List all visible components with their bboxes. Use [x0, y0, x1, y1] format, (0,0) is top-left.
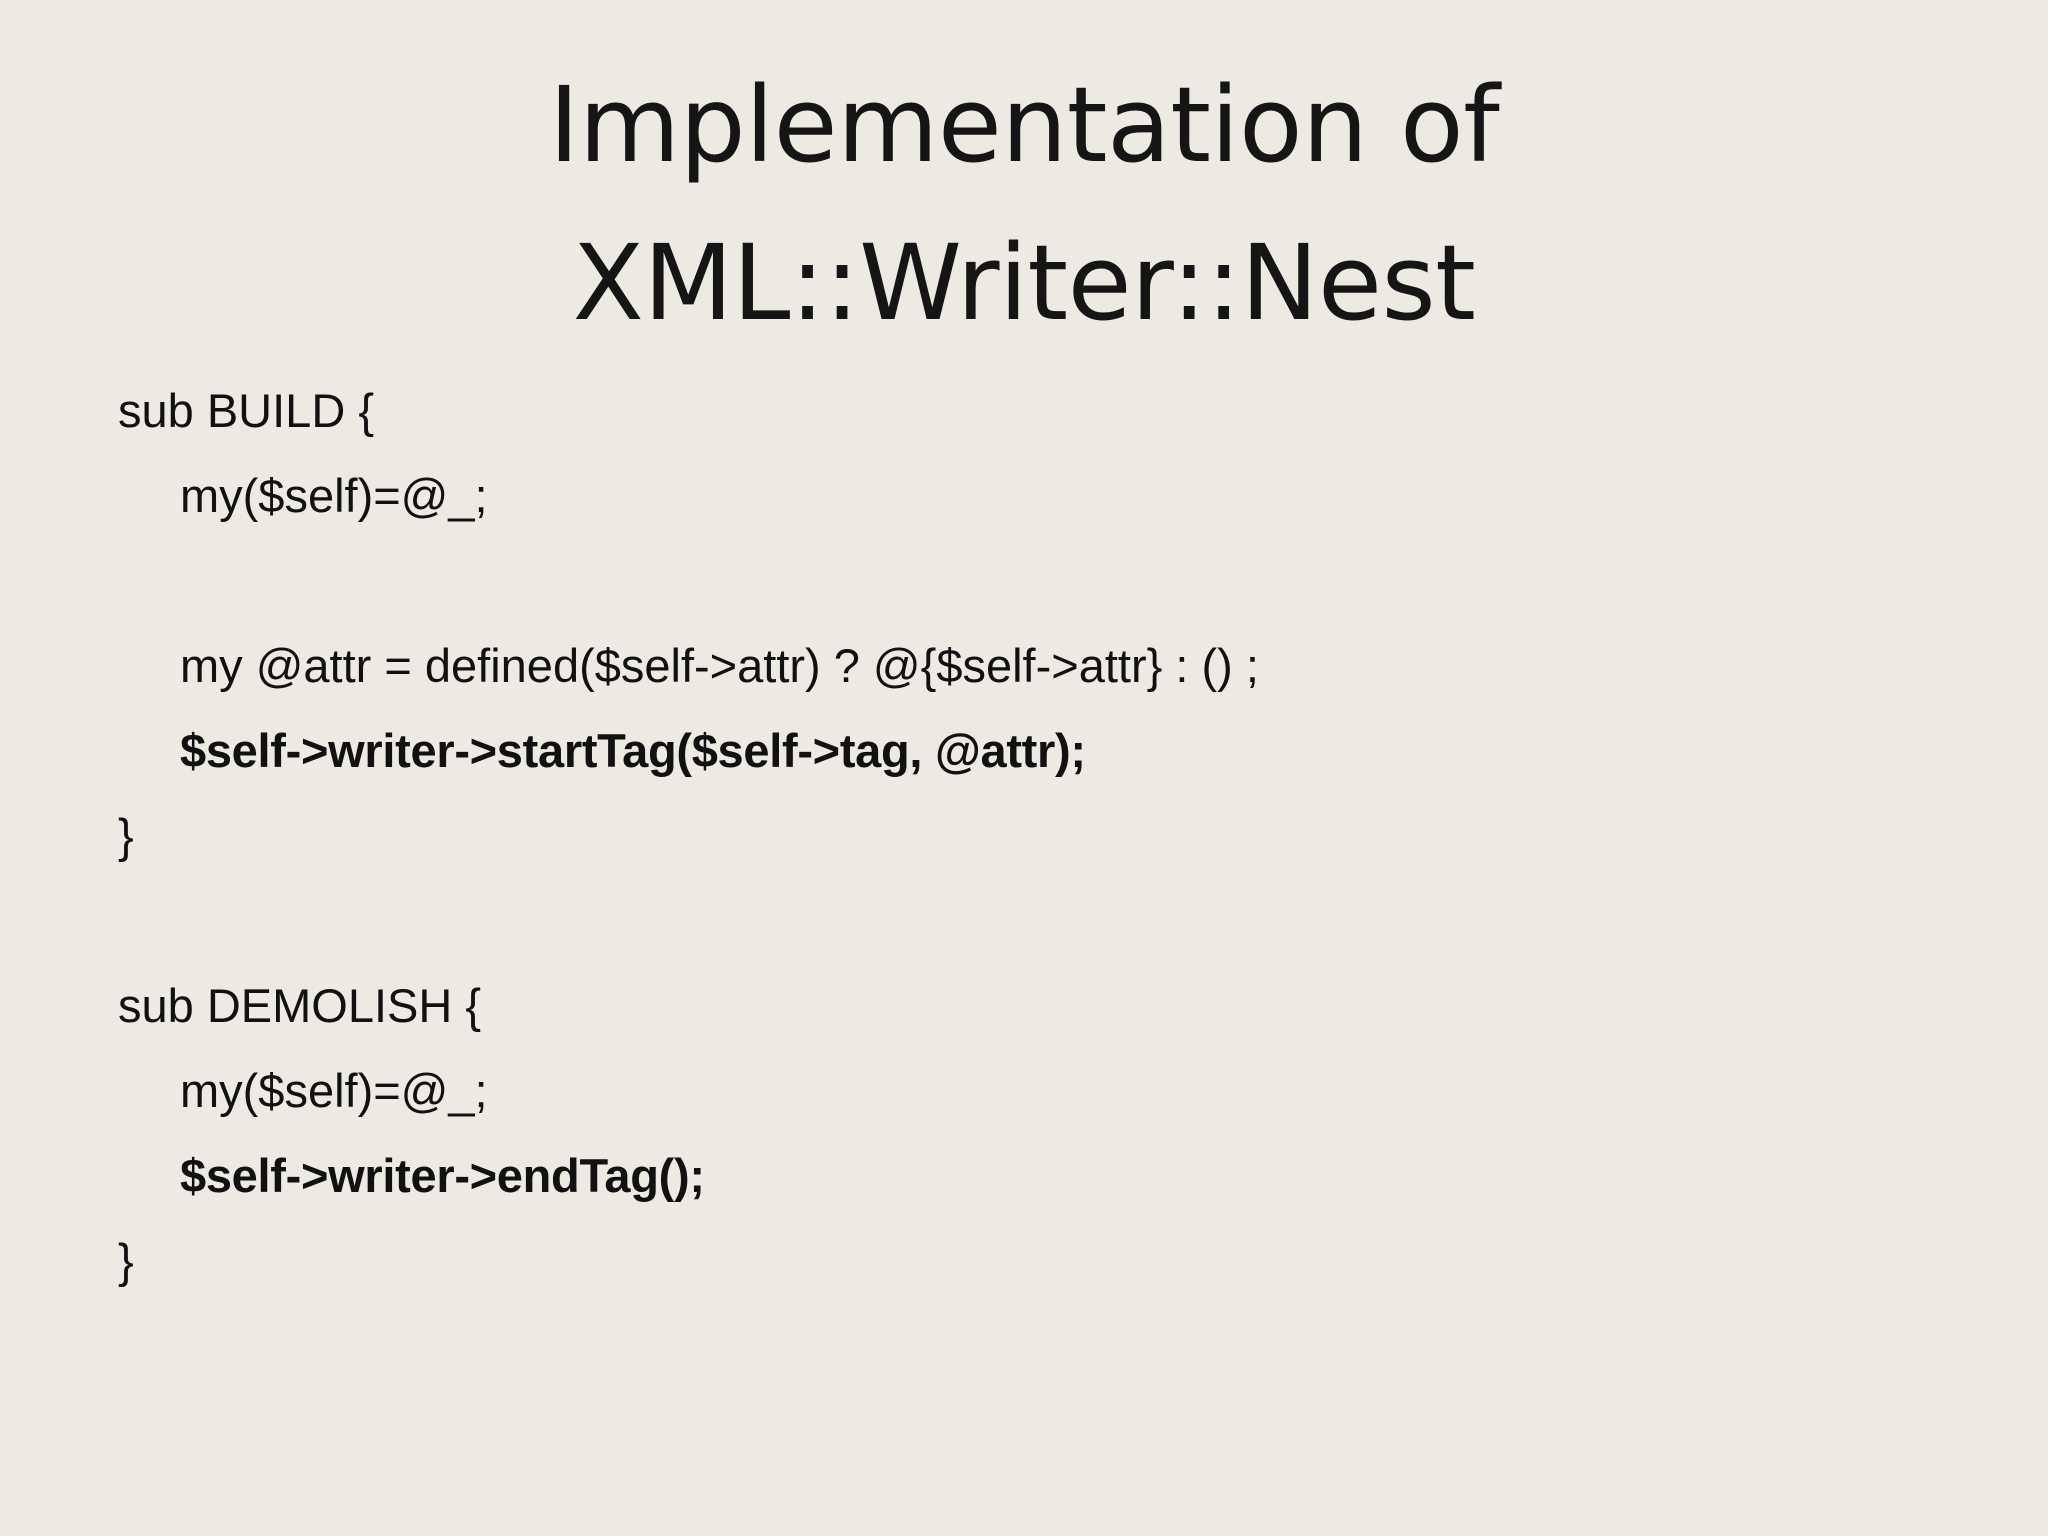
code-line: } — [118, 1234, 134, 1287]
code-line: } — [118, 809, 134, 862]
code-line: my @attr = defined($self->attr) ? @{$sel… — [180, 639, 1259, 692]
code-line: sub DEMOLISH { — [118, 979, 482, 1032]
code-line: $self->writer->startTag($self->tag, @att… — [180, 724, 1086, 777]
code-line: my($self)=@_; — [180, 469, 488, 522]
code-block: sub BUILD {my($self)=@_;my @attr = defin… — [118, 368, 1918, 1303]
page-title: Implementation of XML::Writer::Nest — [0, 46, 2048, 362]
code-line: $self->writer->endTag(); — [180, 1149, 705, 1202]
page-title-line-1: Implementation of — [548, 64, 1500, 186]
code-line-blank — [118, 538, 1918, 623]
code-line: my($self)=@_; — [180, 1064, 488, 1117]
code-line-blank — [118, 878, 1918, 963]
code-line: sub BUILD { — [118, 384, 375, 437]
page-title-line-2: XML::Writer::Nest — [572, 222, 1476, 345]
